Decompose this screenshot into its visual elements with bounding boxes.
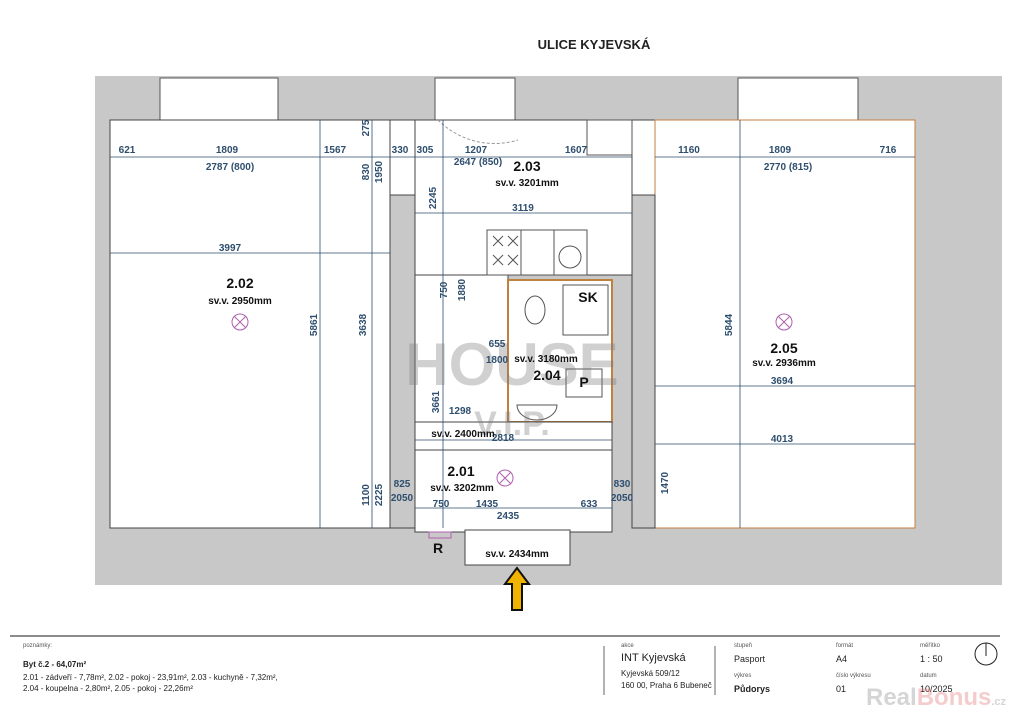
- room-number: 2.03: [513, 158, 540, 174]
- notes-label: poznámky:: [23, 643, 53, 649]
- dimension-lines: [110, 120, 915, 528]
- dimension-labels: 621 1809 1567 2787 (800) 275 830 1950 33…: [119, 119, 897, 522]
- stupen-label: stupeň: [734, 643, 753, 649]
- dim-label: 1298: [449, 406, 472, 417]
- vykres-label: výkres: [734, 673, 752, 679]
- washer-label: P: [579, 374, 588, 390]
- cislo-value: 01: [836, 684, 847, 694]
- dim-label: 330: [392, 145, 409, 156]
- notes-title: Byt č.2 - 64,07m²: [23, 660, 87, 669]
- stupen-value: Pasport: [734, 654, 766, 664]
- dim-label: 750: [439, 281, 450, 298]
- room-number: 2.02: [226, 275, 253, 291]
- north-arrow-icon: [974, 642, 998, 666]
- address-line: 160 00, Praha 6 Bubeneč: [621, 681, 712, 690]
- watermark-logo: HOUSE: [405, 331, 618, 398]
- dim-label: 3661: [431, 390, 442, 413]
- dim-label: 2245: [428, 186, 439, 209]
- rooms: [109, 119, 916, 566]
- dim-label: 2435: [497, 511, 520, 522]
- dim-label: 2787 (800): [206, 162, 254, 173]
- room-number: 2.01: [447, 463, 474, 479]
- room-height: sv.v. 3201mm: [495, 178, 559, 189]
- notes-line: 2.04 - koupelna - 2,80m², 2.05 - pokoj -…: [23, 684, 193, 693]
- akce-label: akce: [621, 643, 634, 649]
- dim-label: 716: [880, 145, 897, 156]
- room-number: 2.04: [533, 367, 560, 383]
- notes-line: 2.01 - zádveří - 7,78m², 2.02 - pokoj - …: [23, 673, 278, 682]
- dim-label: 655: [489, 339, 506, 350]
- dim-label: 1800: [486, 355, 509, 366]
- radiator-label: R: [433, 540, 443, 556]
- meritko-label: měřítko: [920, 643, 941, 649]
- format-label: formát: [836, 643, 854, 649]
- dim-label: 3638: [358, 313, 369, 336]
- kitchen-counter: [486, 119, 633, 276]
- dim-label: 4013: [771, 434, 794, 445]
- room-height: sv.v. 3180mm: [514, 354, 578, 365]
- dim-label: 830: [614, 479, 631, 490]
- shower-label: SK: [578, 289, 597, 305]
- dim-label: 5844: [724, 313, 735, 336]
- room-2-03: [414, 119, 633, 276]
- dim-label: 3997: [219, 243, 242, 254]
- ceiling-light-icon: [231, 313, 793, 487]
- cislo-label: číslo výkresu: [836, 673, 871, 679]
- dim-label: 2050: [611, 493, 634, 504]
- room-height: sv.v. 2950mm: [208, 296, 272, 307]
- dim-label: 1567: [324, 145, 347, 156]
- hallway: [414, 274, 509, 451]
- bathroom-fixtures: [516, 284, 609, 421]
- meritko-value: 1 : 50: [920, 654, 943, 664]
- dim-label: 2770 (815): [764, 162, 812, 173]
- dim-label: 5861: [309, 313, 320, 336]
- watermark-logo-sub: V.I.P.: [474, 405, 550, 443]
- room-height: sv.v. 2434mm: [485, 549, 549, 560]
- dim-label: 750: [433, 499, 450, 510]
- dim-label: 1100: [361, 484, 372, 506]
- room-height: sv.v. 2936mm: [752, 358, 816, 369]
- dim-label: 1880: [457, 278, 468, 301]
- dim-label: 1950: [374, 160, 385, 183]
- dim-label: 305: [417, 145, 434, 156]
- project-name: INT Kyjevská: [621, 652, 686, 664]
- room-height: sv.v. 2400mm: [431, 429, 495, 440]
- dim-label: 1607: [565, 145, 588, 156]
- dim-label: 1435: [476, 499, 499, 510]
- address-line: Kyjevská 509/12: [621, 669, 680, 678]
- dim-label: 275: [361, 119, 372, 136]
- dim-label: 1470: [660, 471, 671, 494]
- dim-label: 633: [581, 499, 598, 510]
- dim-label: 2050: [391, 493, 414, 504]
- datum-label: datum: [920, 673, 937, 679]
- room-2-01: [414, 449, 613, 533]
- dim-label: 1809: [769, 145, 792, 156]
- dim-label: 2225: [374, 483, 385, 506]
- dim-label: 621: [119, 145, 136, 156]
- radiator-icon: [428, 531, 452, 539]
- dim-label: 830: [361, 163, 372, 180]
- format-value: A4: [836, 654, 848, 664]
- dim-label: 2818: [492, 433, 515, 444]
- vykres-value: Půdorys: [734, 684, 771, 694]
- dim-label: 2647 (850): [454, 157, 502, 168]
- datum-value: 10/2025: [920, 684, 953, 694]
- dim-label: 1160: [678, 145, 700, 156]
- dim-label: 825: [394, 479, 411, 490]
- room-2-05: [654, 119, 916, 529]
- dim-label: 3119: [512, 203, 534, 214]
- realbonus-watermark-logo: RealBonus.cz: [866, 684, 1007, 711]
- windows: [159, 77, 859, 121]
- room-2-02: [109, 119, 391, 529]
- dim-label: 1809: [216, 145, 239, 156]
- room-number: 2.05: [770, 340, 797, 356]
- dim-label: 1207: [465, 145, 488, 156]
- dim-label: 3694: [771, 376, 794, 387]
- entrance-arrow-icon: [503, 566, 531, 611]
- street-title: ULICE KYJEVSKÁ: [538, 37, 651, 52]
- room-height: sv.v. 3202mm: [430, 483, 494, 494]
